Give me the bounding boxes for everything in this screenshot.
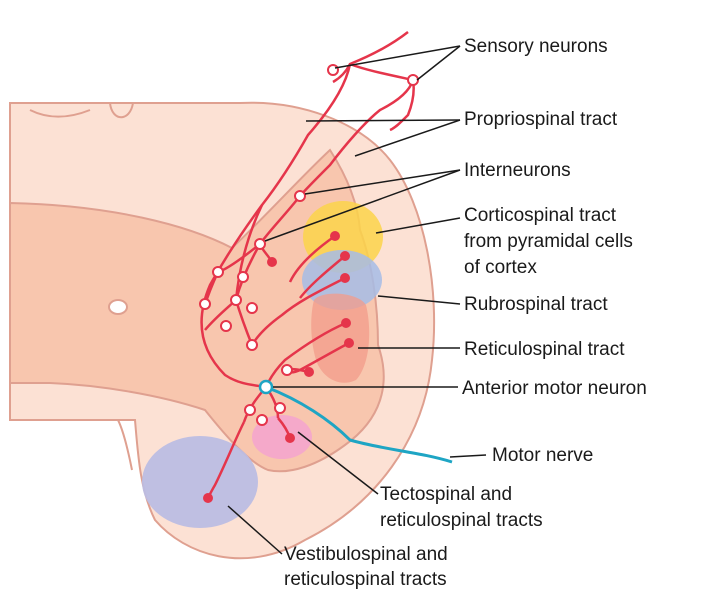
central-canal — [108, 299, 128, 315]
label-corticospinal-line-1: Corticospinal tract — [464, 205, 617, 226]
label-tectospinal-line-1: Tectospinal and — [380, 484, 513, 505]
dorsal-bumps — [29, 102, 134, 119]
label-anterior-motor-neuron: Anterior motor neuron — [462, 378, 647, 399]
motor-nerve — [265, 385, 453, 464]
synapse-terminals — [199, 64, 419, 426]
label-vestibulospinal-line-1: Vestibulospinal and — [284, 544, 448, 565]
label-propriospinal-tract: Propriospinal tract — [464, 109, 618, 130]
label-corticospinal-line-3: of cortex — [464, 257, 537, 278]
reticulospinal-tract-area — [311, 293, 370, 383]
leader-lines — [227, 45, 487, 555]
label-motor-nerve: Motor nerve — [492, 445, 594, 466]
label-corticospinal-line-2: from pyramidal cells — [464, 231, 633, 252]
vestibulospinal-tract-area — [142, 436, 258, 528]
label-sensory-neurons: Sensory neurons — [464, 36, 608, 57]
tectospinal-tract-area — [252, 415, 312, 459]
label-tectospinal-line-2: reticulospinal tracts — [380, 510, 543, 531]
label-reticulospinal-tract: Reticulospinal tract — [464, 339, 625, 360]
neuron-cell-bodies — [203, 231, 354, 503]
label-vestibulospinal-line-2: reticulospinal tracts — [284, 569, 447, 590]
label-rubrospinal-tract: Rubrospinal tract — [464, 294, 608, 315]
anterior-median-fissure — [10, 419, 133, 471]
label-interneurons: Interneurons — [464, 160, 571, 181]
anterior-motor-neuron-soma — [258, 379, 274, 395]
